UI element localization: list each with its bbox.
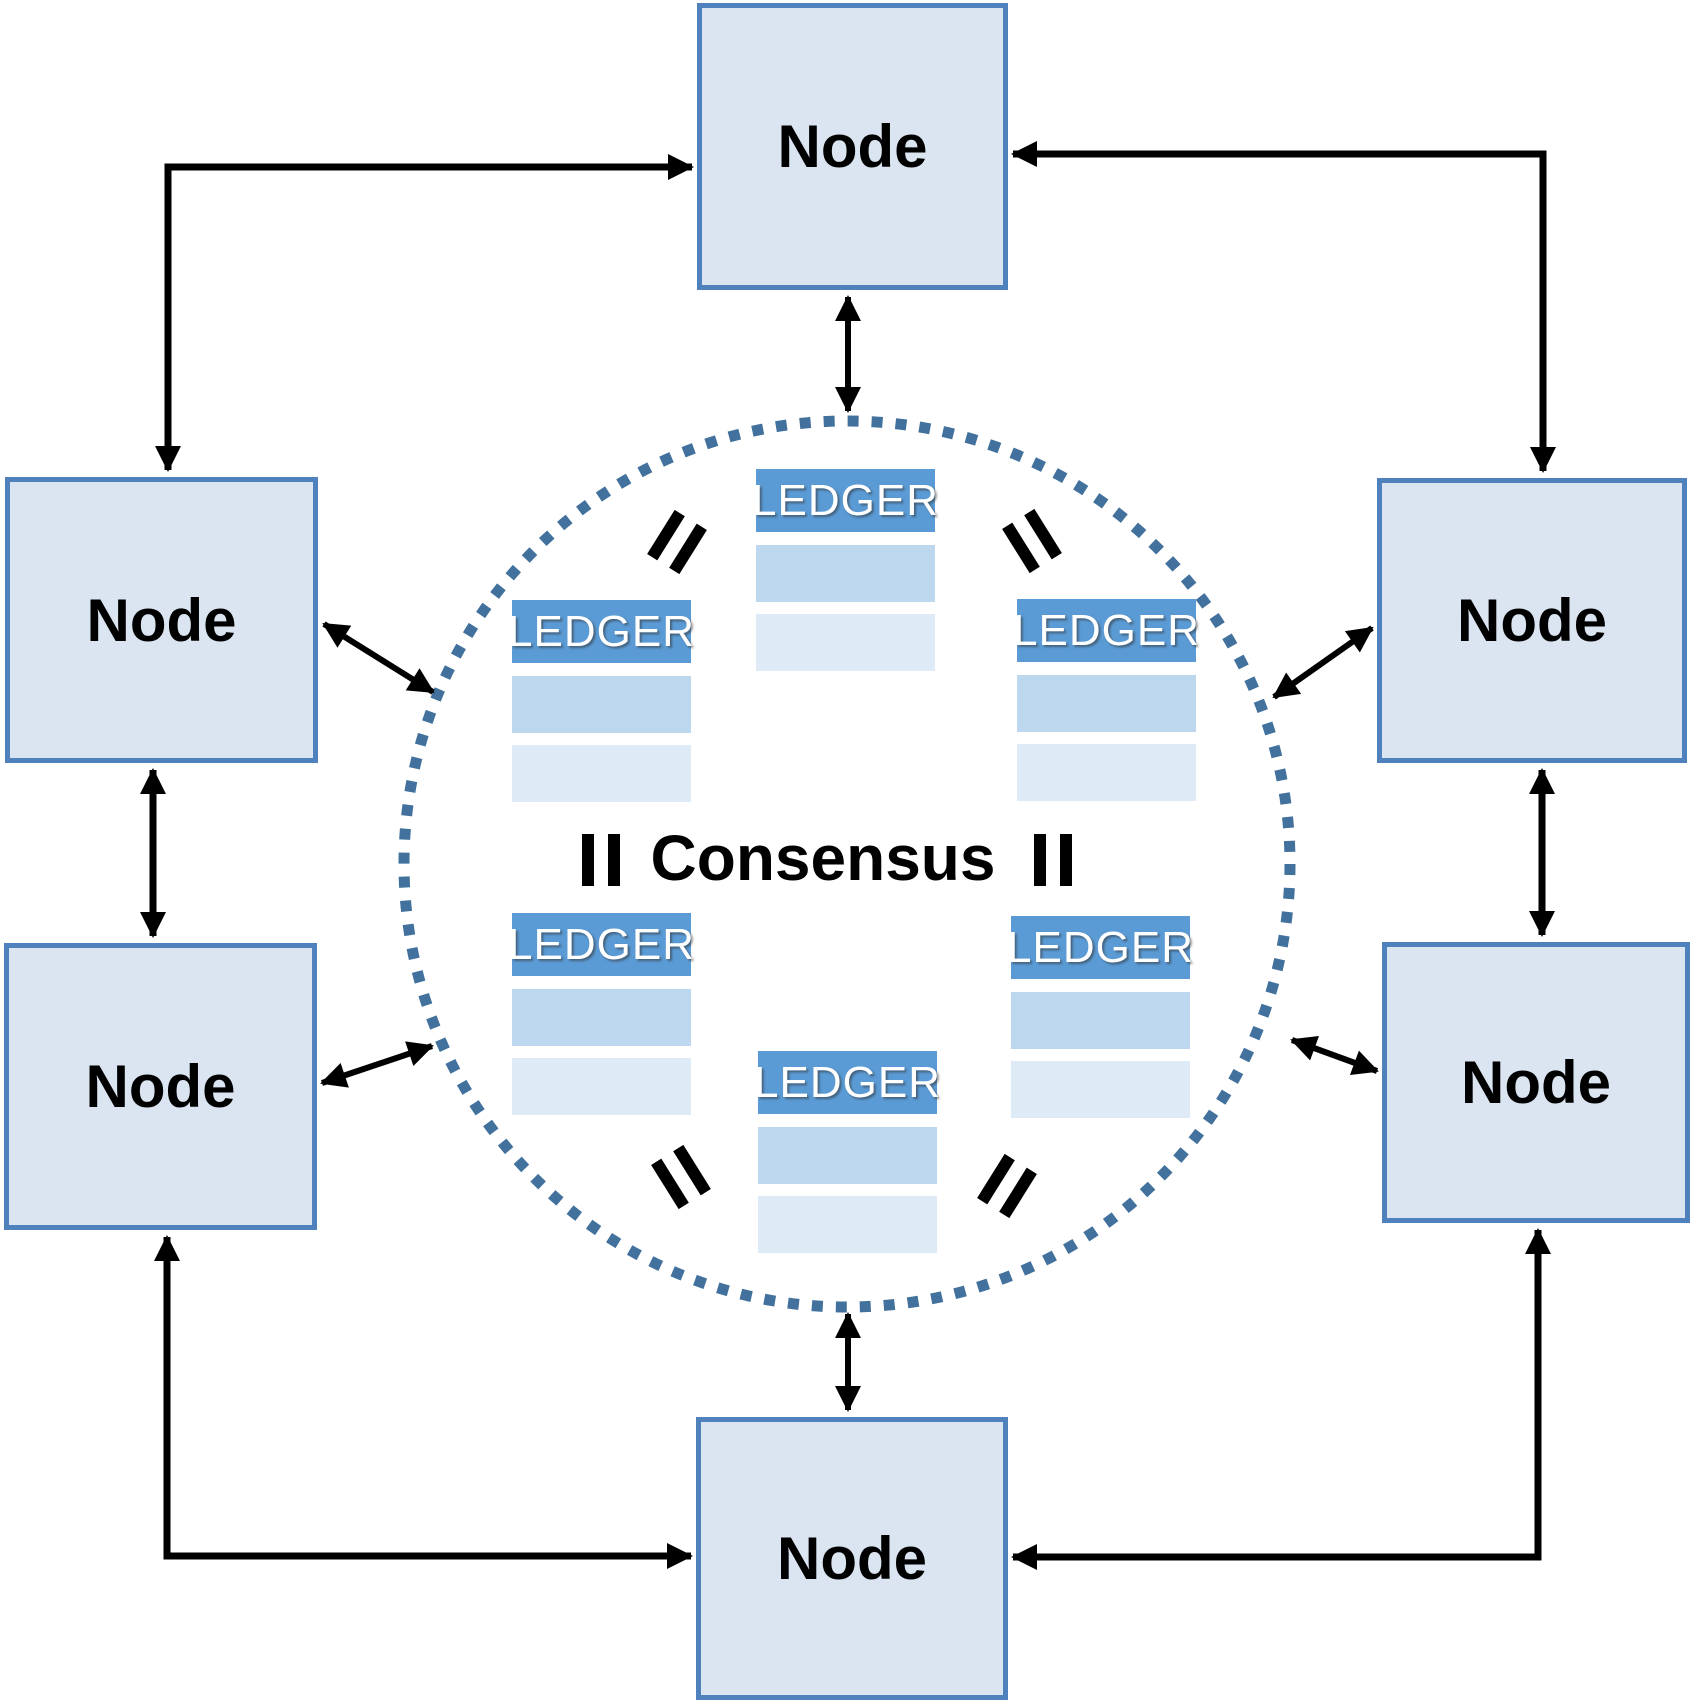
arrow-rightlower-node-to-circle — [1290, 1036, 1379, 1075]
node-label: Node — [1457, 587, 1607, 654]
ledger-row — [758, 1127, 937, 1184]
node-box-right-upper: Node — [1377, 478, 1687, 763]
arrow-leftlower-node-to-circle — [320, 1041, 434, 1088]
ledger-header: LEDGER — [1013, 599, 1199, 662]
ledger-row — [1017, 675, 1196, 732]
ledger-block-bottom: LEDGER — [754, 1051, 940, 1253]
consensus-label: Consensus — [650, 822, 996, 894]
node-label: Node — [86, 586, 237, 654]
consensus-dotted-circle — [398, 415, 1296, 1313]
node-label: Node — [85, 1053, 236, 1120]
ledger-row — [1017, 744, 1196, 801]
ledger-block-lower-right: LEDGER — [1007, 916, 1193, 1118]
ledger-header: LEDGER — [754, 1051, 940, 1114]
node-box-left-upper: Node — [5, 477, 318, 763]
equals-bar — [1034, 834, 1046, 886]
equals-bar — [582, 834, 594, 886]
node-label: Node — [777, 113, 928, 180]
equals-mark-mid-left — [582, 834, 620, 886]
ledger-header: LEDGER — [1007, 916, 1193, 979]
equals-mark-mid-right — [1034, 834, 1072, 886]
ledger-row — [756, 614, 935, 671]
arrow-leftupper-node-to-circle — [322, 621, 435, 695]
ledger-row — [1011, 1061, 1190, 1118]
ledger-block-top: LEDGER — [752, 469, 938, 671]
arrow-topleft-node-to-top-node — [155, 154, 694, 472]
ledger-header: LEDGER — [508, 913, 694, 976]
node-box-left-lower: Node — [4, 943, 317, 1230]
ledger-row — [756, 545, 935, 602]
arrow-bottomright-node-to-bottom-node — [1011, 1228, 1551, 1570]
ledger-header: LEDGER — [508, 600, 694, 663]
ledger-row — [512, 676, 691, 733]
arrow-topright-node-to-top-node — [1011, 141, 1556, 473]
ledger-block-lower-left: LEDGER — [508, 913, 694, 1115]
node-box-top: Node — [697, 3, 1008, 290]
ledger-row — [512, 745, 691, 802]
ledger-block-upper-left: LEDGER — [508, 600, 694, 802]
arrow-rightupper-node-to-circle — [1272, 625, 1374, 700]
ledger-row — [512, 1058, 691, 1115]
ledger-row — [512, 989, 691, 1046]
ledger-block-upper-right: LEDGER — [1013, 599, 1199, 801]
ledger-row — [758, 1196, 937, 1253]
node-label: Node — [1461, 1049, 1611, 1116]
equals-bar — [1060, 834, 1072, 886]
node-box-right-lower: Node — [1382, 942, 1690, 1223]
node-box-bottom: Node — [696, 1417, 1008, 1700]
node-label: Node — [777, 1525, 927, 1592]
ledger-header: LEDGER — [752, 469, 938, 532]
arrow-bottomleft-node-to-bottom-node — [154, 1235, 693, 1569]
ledger-row — [1011, 992, 1190, 1049]
equals-bar — [608, 834, 620, 886]
